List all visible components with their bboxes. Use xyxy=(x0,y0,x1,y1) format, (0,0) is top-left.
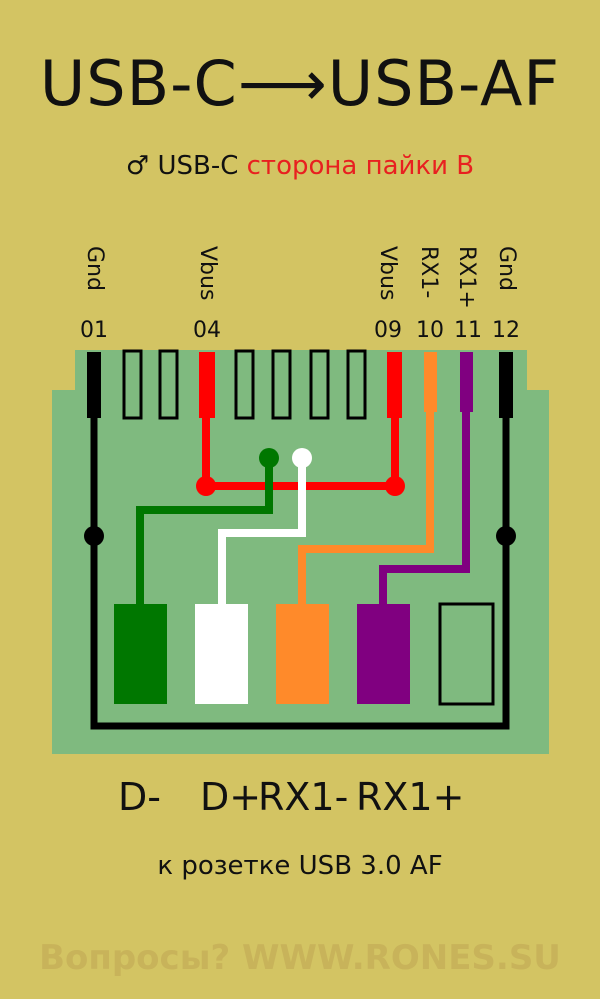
unused-pin-08 xyxy=(346,349,367,420)
d-plus-solder-point xyxy=(292,448,312,468)
pin-10-label: RX1- xyxy=(416,246,441,299)
pin-04-pad xyxy=(199,352,215,418)
rx1-minus-wire xyxy=(298,410,434,606)
d-plus-wire xyxy=(218,458,306,606)
subtitle-connector: ♂ USB-C xyxy=(125,151,239,181)
rx1-plus-wire xyxy=(379,410,470,606)
pin-12-pad xyxy=(499,352,513,418)
pin-09-pad xyxy=(387,352,402,418)
pin-04-label: Vbus xyxy=(195,246,220,301)
diagram-subtitle: ♂ USB-C сторона пайки B xyxy=(0,148,600,184)
unused-pin-07 xyxy=(309,349,330,420)
gnd-junction-left xyxy=(84,526,104,546)
vbus-junction-left xyxy=(196,476,216,496)
pin-11-label: RX1+ xyxy=(454,246,479,309)
pad-label-d-minus: D- xyxy=(118,775,161,819)
unused-pin-06 xyxy=(271,349,292,420)
pin-09-number: 09 xyxy=(374,318,402,343)
pin-11-number: 11 xyxy=(454,318,482,343)
unused-pin-03 xyxy=(158,349,179,420)
pin-10-number: 10 xyxy=(416,318,444,343)
subtitle-solder-side: сторона пайки B xyxy=(246,151,475,181)
unused-pins xyxy=(122,349,367,420)
pad-d-minus xyxy=(114,604,167,704)
gnd-junction-right xyxy=(496,526,516,546)
pin-12-number: 12 xyxy=(492,318,520,343)
pad-rx1-plus xyxy=(357,604,410,704)
pin-11-pad xyxy=(460,352,473,412)
pin-01-number: 01 xyxy=(80,318,108,343)
pad-label-d-plus: D+ xyxy=(200,775,262,819)
pin-12-label: Gnd xyxy=(494,246,519,291)
d-minus-solder-point xyxy=(259,448,279,468)
unused-pin-05 xyxy=(234,349,255,420)
diagram-title: USB-C⟶USB-AF xyxy=(39,47,561,120)
pin-10-pad xyxy=(424,352,437,412)
pad-label-rx1-minus: RX1- xyxy=(258,775,349,819)
watermark: Вопросы? WWW.RONES.SU xyxy=(39,938,561,978)
pad-unused xyxy=(438,602,495,706)
vbus-junction-right xyxy=(385,476,405,496)
pin-01-label: Gnd xyxy=(82,246,107,291)
pin-01-pad xyxy=(87,352,101,418)
pad-rx1-minus xyxy=(276,604,329,704)
pad-d-plus xyxy=(195,604,248,704)
pad-label-rx1-plus: RX1+ xyxy=(356,775,465,819)
unused-pin-02 xyxy=(122,349,143,420)
footer-note: к розетке USB 3.0 AF xyxy=(157,851,443,881)
pin-04-number: 04 xyxy=(193,318,221,343)
pin-09-label: Vbus xyxy=(375,246,400,301)
d-minus-wire xyxy=(136,458,273,606)
